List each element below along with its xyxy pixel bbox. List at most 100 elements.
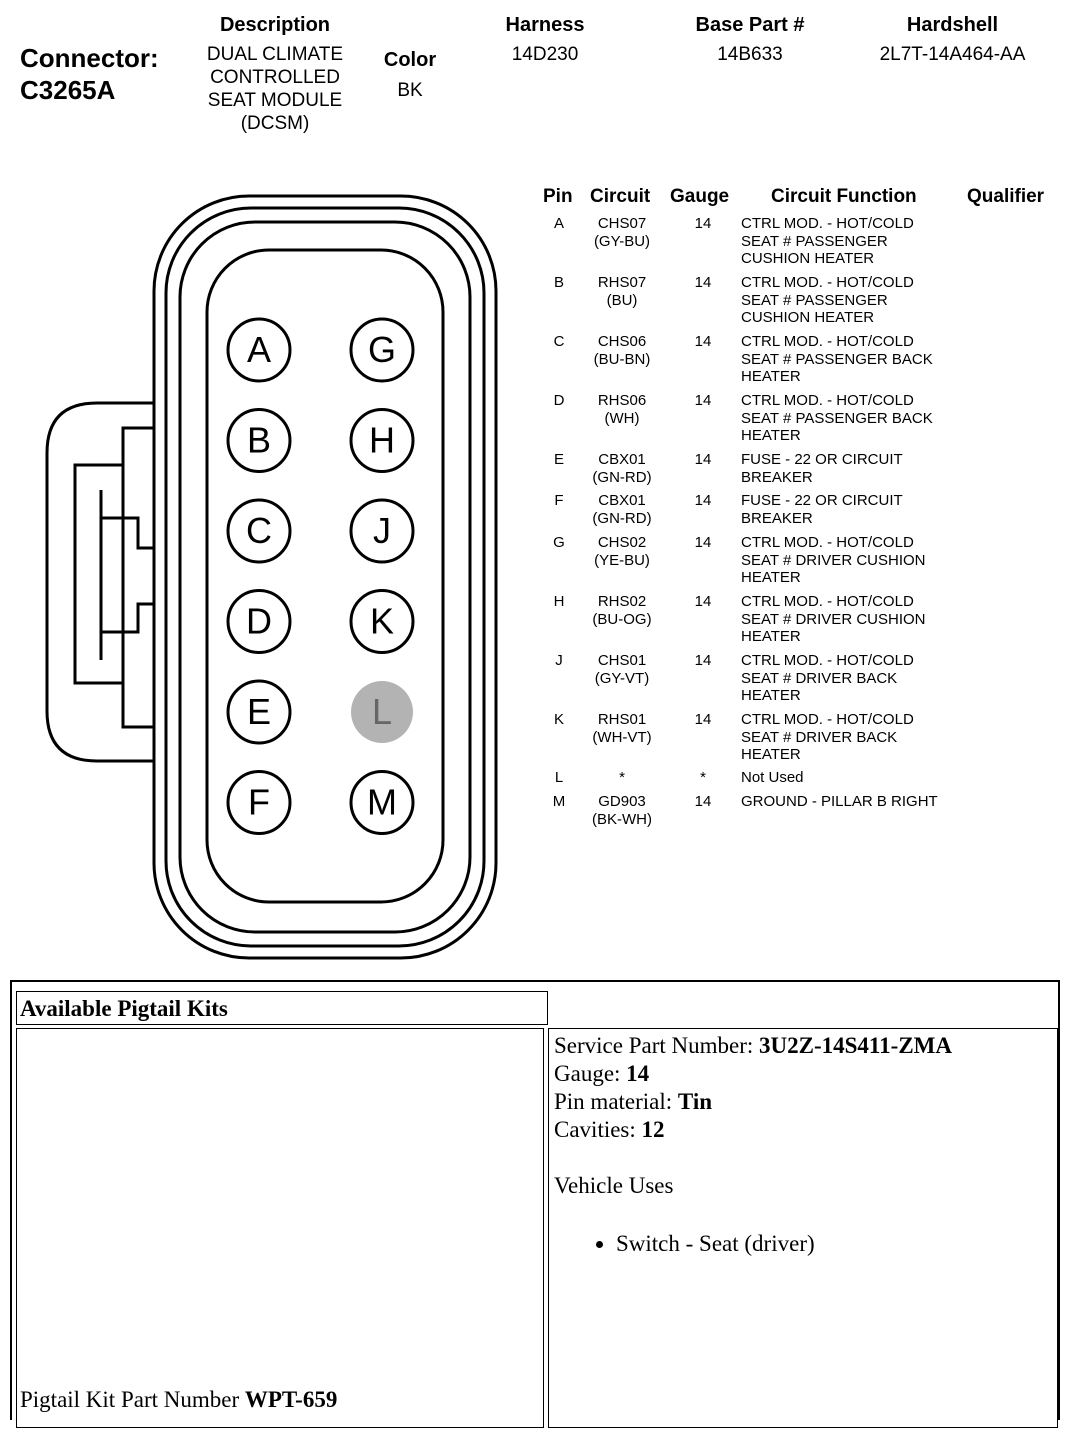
description-line: (DCSM) — [240, 113, 310, 134]
cell-circuit: RHS01(WH-VT) — [572, 711, 672, 746]
connector-pin-label: M — [367, 782, 397, 823]
connector-shell-ring — [164, 206, 486, 948]
cell-circuit: CHS06(BU-BN) — [572, 333, 672, 368]
pin-material-value: Tin — [677, 1089, 713, 1114]
vehicle-uses-list: Switch - Seat (driver) — [554, 1230, 1057, 1258]
cell-function-line: CTRL MOD. - HOT/COLD — [741, 333, 914, 350]
cell-function-line: HEATER — [741, 628, 801, 645]
cell-function-line: HEATER — [741, 746, 801, 763]
cell-circuit-line: CBX01 — [598, 451, 646, 468]
cell-gauge: 14 — [694, 593, 712, 610]
cavities-row: Cavities: 12 — [554, 1116, 1057, 1144]
cell-gauge: 14 — [694, 333, 712, 350]
connector-pin-m — [349, 770, 415, 835]
cell-gauge: 14 — [694, 793, 712, 810]
cell-circuit-line: (GN-RD) — [592, 509, 652, 527]
connector-pin-label: A — [247, 329, 271, 370]
pin-material-row: Pin material: Tin — [554, 1088, 1057, 1116]
cell-pin: E — [553, 451, 564, 468]
kit-part-value: WPT-659 — [244, 1387, 338, 1412]
connector-pin-label: G — [368, 329, 396, 370]
cell-function-line: CTRL MOD. - HOT/COLD — [741, 711, 914, 728]
cell-circuit-line: CHS06 — [597, 333, 647, 350]
cell-circuit-line: CBX01 — [598, 492, 646, 509]
cell-circuit: CBX01(GN-RD) — [572, 492, 672, 527]
description-label: Description — [219, 14, 331, 36]
cell-circuit-line: (BU-OG) — [592, 610, 652, 628]
cell-circuit-line: RHS07 — [597, 274, 647, 291]
hardshell-value: 2L7T-14A464-AA — [879, 44, 1026, 65]
col-header-gauge: Gauge — [670, 186, 730, 207]
connector-pin-a — [226, 317, 292, 383]
service-part-label: Service Part Number: — [554, 1033, 754, 1058]
cell-circuit: CHS07(GY-BU) — [572, 215, 672, 250]
cell-function: Not Used — [741, 769, 981, 787]
connector-latch-notch — [99, 490, 156, 660]
cell-function-line: Not Used — [741, 769, 804, 786]
service-part-value: 3U2Z-14S411-ZMA — [759, 1033, 952, 1058]
pin-material-label: Pin material: — [554, 1089, 673, 1114]
cell-circuit-line: (GN-RD) — [592, 468, 652, 486]
cell-function-line: CUSHION HEATER — [741, 309, 875, 326]
cell-function-line: HEATER — [741, 569, 801, 586]
col-header-circuit: Circuit — [590, 186, 651, 207]
connector-pin-b — [226, 408, 292, 473]
connector-pin-label: H — [369, 420, 395, 461]
connector-latch-slot — [73, 463, 123, 685]
cell-circuit-line: RHS01 — [597, 711, 647, 728]
pigtail-kits-title: Available Pigtail Kits — [20, 996, 228, 1021]
col-header-function: Circuit Function — [771, 186, 917, 207]
cell-function-line: CTRL MOD. - HOT/COLD — [741, 534, 914, 551]
cell-function-line: SEAT # DRIVER BACK — [741, 728, 898, 746]
kit-part-label: Pigtail Kit Part Number — [20, 1387, 240, 1412]
connector-pin-d — [226, 589, 292, 654]
description-line: CONTROLLED — [210, 67, 340, 88]
base-part-value: 14B633 — [717, 44, 783, 65]
cell-circuit: CBX01(GN-RD) — [572, 451, 672, 486]
cell-circuit: * — [572, 769, 672, 787]
cell-circuit-line: CHS02 — [597, 534, 647, 551]
description-value: DUAL CLIMATE CONTROLLED SEAT MODULE (DCS… — [175, 43, 375, 135]
cell-function-line: SEAT # DRIVER BACK — [741, 669, 898, 687]
cell-circuit-line: (GY-VT) — [594, 669, 650, 687]
cell-function-line: SEAT # DRIVER CUSHION — [741, 551, 926, 569]
connector-shell-ring — [178, 220, 472, 934]
connector-pin-label: J — [373, 510, 391, 551]
cavities-label: Cavities: — [554, 1117, 636, 1142]
cell-circuit-line: (WH-VT) — [592, 728, 652, 746]
cell-circuit: RHS07(BU) — [572, 274, 672, 309]
cell-pin: A — [553, 215, 564, 232]
cell-gauge: * — [700, 769, 706, 786]
cell-function-line: SEAT # DRIVER CUSHION — [741, 610, 926, 628]
cell-circuit-line: (BU) — [606, 291, 638, 309]
gauge-label: Gauge: — [554, 1061, 621, 1086]
cell-function-line: CUSHION HEATER — [741, 250, 875, 267]
cell-circuit: RHS02(BU-OG) — [572, 593, 672, 628]
color-value: BK — [397, 80, 423, 101]
connector-outer-shell — [152, 194, 498, 960]
connector-pin-label: E — [247, 691, 271, 732]
cell-gauge: 14 — [694, 652, 712, 669]
service-part-row: Service Part Number: 3U2Z-14S411-ZMA — [554, 1032, 1057, 1060]
pigtail-image-box: Pigtail Kit Part Number WPT-659 — [16, 1028, 544, 1428]
cell-circuit-line: * — [619, 769, 625, 786]
cell-pin: C — [553, 333, 565, 350]
col-header-qualifier: Qualifier — [967, 186, 1045, 207]
cell-circuit: GD903(BK-WH) — [572, 793, 672, 828]
connector-label: Connector: C3265A — [20, 42, 159, 106]
connector-pin-label: C — [246, 510, 272, 551]
cell-function-line: BREAKER — [741, 509, 813, 527]
cell-pin: L — [554, 769, 564, 786]
connector-pin-k — [349, 589, 415, 654]
cell-pin: K — [553, 711, 564, 728]
cell-circuit-line: CHS01 — [597, 652, 647, 669]
cell-function: GROUND - PILLAR B RIGHT — [741, 793, 981, 811]
harness-value: 14D230 — [511, 44, 579, 65]
cell-function-line: CTRL MOD. - HOT/COLD — [741, 215, 914, 232]
